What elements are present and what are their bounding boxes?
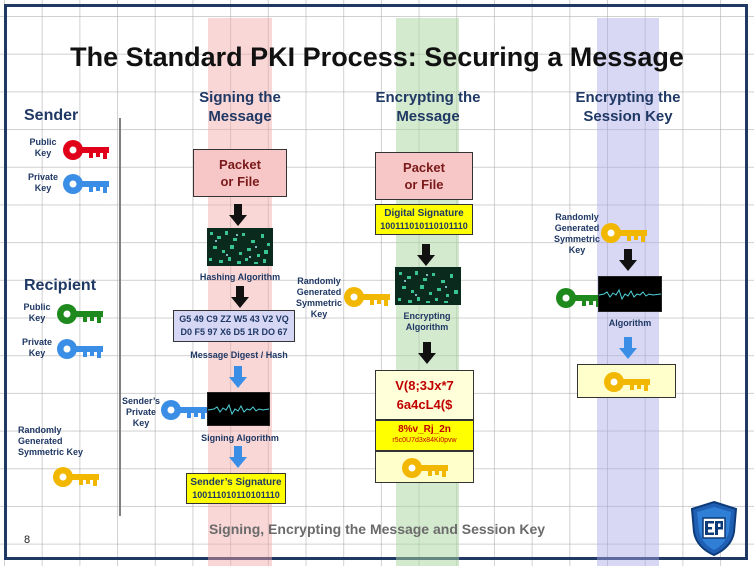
ciphertext-box: V(8;3Jx*7 6a4cL4($ [375, 370, 474, 420]
signing-algorithm-label: Signing Algorithm [201, 433, 279, 443]
arrow-down-icon [619, 249, 637, 276]
blue-key-icon [56, 337, 106, 366]
arrow-down-icon [418, 342, 436, 369]
encrypting-algorithm-visual [395, 267, 461, 310]
recipient-public-key-label: Public Key [23, 302, 51, 323]
senders-signature-box: Sender’s Signature 100111010110101110 [186, 473, 286, 504]
yellow-key-icon [343, 285, 393, 314]
yellow-key-icon [52, 465, 102, 494]
senders-signature-bits: 100111010110101110 [192, 490, 280, 500]
encrypting-symmetric-key-label: Randomly Generated Symmetric Key [296, 276, 343, 319]
senders-signature-title: Sender’s Signature [190, 477, 282, 488]
signing-packet-box: Packet or File [193, 149, 287, 197]
slide-frame [4, 4, 748, 560]
arrow-down-icon [229, 446, 247, 473]
encrypted-signature-box: 8%v_Rj_2n r5c0U7d3x84Ki0pvw [375, 420, 474, 451]
yellow-key-icon [600, 221, 650, 250]
column-heading-encrypting-message: Encrypting the Message [375, 89, 481, 125]
yellow-key-icon [401, 456, 451, 485]
digital-signature-title: Digital Signature [384, 208, 464, 219]
hashing-algorithm-label: Hashing Algorithm [199, 272, 281, 282]
green-key-icon [555, 286, 605, 315]
encrypting-packet-box: Packet or File [375, 152, 473, 200]
sender-private-key-label: Private Key [27, 172, 59, 193]
recipient-symmetric-key-label: Randomly Generated Symmetric Key [18, 425, 84, 457]
message-digest-box: G5 49 C9 ZZ W5 43 V2 VQ D0 F5 97 X6 D5 1… [173, 310, 295, 342]
digital-signature-box: Digital Signature 100111010110101110 [375, 204, 473, 235]
column-heading-signing: Signing the Message [199, 89, 281, 125]
arrow-down-icon [231, 286, 249, 313]
hash-visual [207, 228, 273, 271]
recipient-heading: Recipient [24, 277, 97, 294]
encrypted-signature-line-2: r5c0U7d3x84Ki0pvw [392, 437, 457, 444]
encrypting-algorithm-label: Encrypting Algorithm [403, 311, 451, 332]
digital-signature-bits: 100111010110101110 [380, 221, 468, 231]
arrow-down-icon [417, 244, 435, 271]
session-algorithm-visual [598, 276, 662, 312]
slide-footer: Signing, Encrypting the Message and Sess… [208, 521, 546, 537]
hash-line-2: D0 F5 97 X6 D5 1R DO 67 [180, 327, 288, 337]
red-key-icon [62, 138, 112, 167]
sender-public-key-label: Public Key [29, 137, 57, 158]
signing-algorithm-visual [207, 392, 270, 426]
column-heading-encrypting-key: Encrypting the Session Key [575, 89, 681, 125]
senders-private-key-label: Sender’s Private Key [121, 396, 161, 428]
page-number: 8 [24, 534, 31, 546]
encrypted-key-slot [375, 451, 474, 483]
recipient-private-key-label: Private Key [21, 337, 53, 358]
session-algorithm-label: Algorithm [608, 318, 652, 328]
yellow-key-icon [603, 370, 653, 399]
hash-line-1: G5 49 C9 ZZ W5 43 V2 VQ [179, 314, 289, 324]
blue-key-icon [62, 172, 112, 201]
session-symmetric-key-label: Randomly Generated Symmetric Key [553, 212, 601, 255]
shield-logo-icon [688, 500, 740, 561]
arrow-down-icon [229, 366, 247, 393]
green-key-icon [56, 302, 106, 331]
arrow-down-icon [229, 204, 247, 231]
sender-heading: Sender [24, 107, 79, 124]
encrypted-session-key-box [577, 364, 676, 398]
divider-line [119, 118, 121, 516]
slide-title: The Standard PKI Process: Securing a Mes… [70, 42, 684, 72]
ciphertext-line-1: V(8;3Jx*7 [395, 378, 454, 393]
ciphertext-line-2: 6a4cL4($ [396, 397, 453, 412]
blue-key-icon [160, 398, 210, 427]
encrypted-signature-line-1: 8%v_Rj_2n [398, 424, 451, 435]
message-digest-label: Message Digest / Hash [190, 350, 288, 360]
arrow-down-icon [619, 337, 637, 364]
